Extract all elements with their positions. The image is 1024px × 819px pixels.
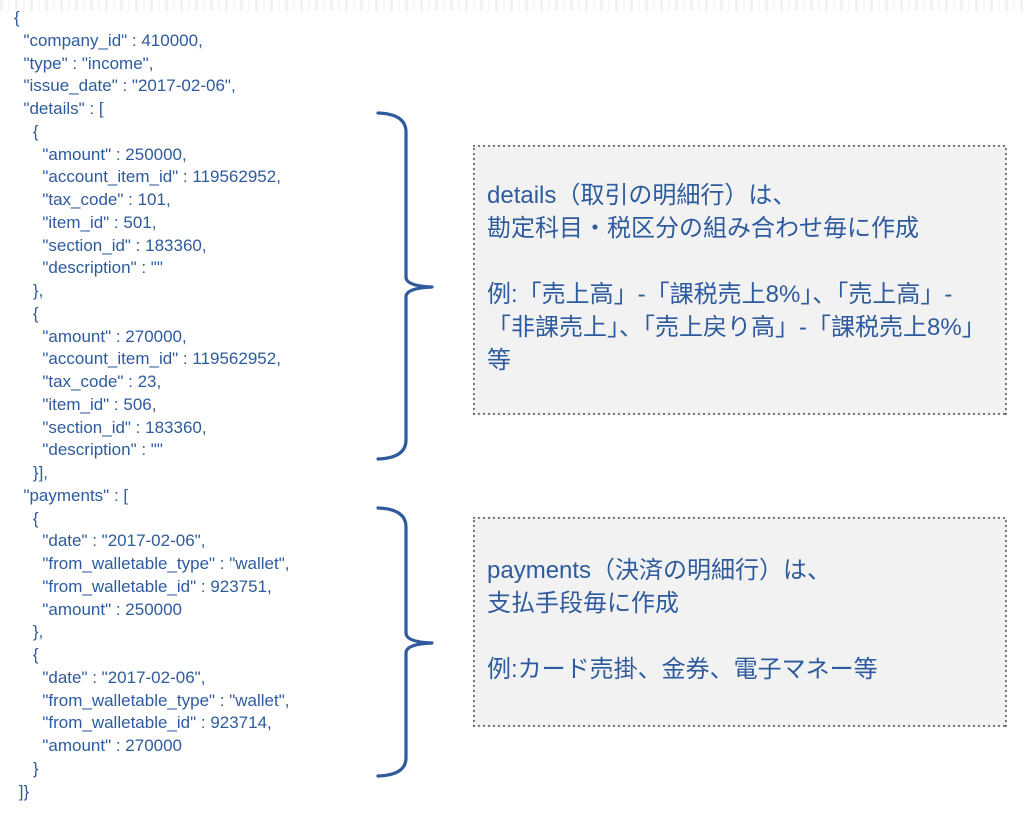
text-line: { <box>14 508 39 528</box>
text-line: "description" : "" <box>14 258 163 278</box>
text-line: "date" : "2017-02-06", <box>14 667 206 687</box>
text-line: "date" : "2017-02-06", <box>14 531 206 551</box>
text-line <box>487 620 993 653</box>
text-line: "tax_code" : 23, <box>14 372 162 391</box>
details-curly-brace <box>376 111 434 461</box>
text-line: }, <box>14 281 44 300</box>
text-line: } <box>14 758 39 778</box>
text-line: payments（決済の明細行）は、 <box>487 557 832 584</box>
text-line: ]} <box>14 781 30 801</box>
text-line: }, <box>14 622 44 642</box>
text-line: "from_walletable_type" : "wallet", <box>14 690 290 710</box>
text-line: "item_id" : 501, <box>14 212 157 232</box>
text-line: 「非課売上」、「売上戻り高」-「課税売上8%」 <box>487 314 986 341</box>
text-line: "section_id" : 183360, <box>14 235 207 255</box>
text-line: { <box>14 121 39 141</box>
text-line: "amount" : 250000, <box>14 144 187 164</box>
text-line: 例:カード売掛、金券、電子マネー等 <box>487 656 878 683</box>
text-line: details（取引の明細行）は、 <box>487 182 797 209</box>
top-edge-artifact <box>0 0 1024 11</box>
text-line: "description" : "" <box>14 440 163 460</box>
text-line: "tax_code" : 101, <box>14 190 171 209</box>
text-line: "from_walletable_type" : "wallet", <box>14 554 290 573</box>
text-line: 勘定科目・税区分の組み合わせ毎に作成 <box>487 215 919 242</box>
text-line: "details" : [ <box>14 99 104 118</box>
text-line: { <box>14 645 39 664</box>
text-line: "account_item_id" : 119562952, <box>14 167 281 187</box>
payments-annotation-box: payments（決済の明細行）は、支払手段毎に作成例:カード売掛、金券、電子マ… <box>473 517 1007 727</box>
text-line: 例:「売上高」-「課税売上8%」、「売上高」- <box>487 281 953 308</box>
text-line: "company_id" : 410000, <box>14 30 203 50</box>
text-line: "amount" : 270000 <box>14 736 183 755</box>
text-line: "amount" : 250000 <box>14 599 183 619</box>
text-line: { <box>14 303 39 323</box>
text-line: "type" : "income", <box>14 53 154 73</box>
text-line: "from_walletable_id" : 923714, <box>14 713 272 733</box>
text-line: 支払手段毎に作成 <box>487 590 679 617</box>
text-line: "account_item_id" : 119562952, <box>14 349 281 369</box>
text-line: }], <box>14 463 49 482</box>
payments-curly-brace <box>376 506 434 778</box>
text-line: "from_walletable_id" : 923751, <box>14 576 272 596</box>
text-line <box>487 245 993 278</box>
text-line: "issue_date" : "2017-02-06", <box>14 76 236 96</box>
text-line: "payments" : [ <box>14 485 129 505</box>
text-line: 等 <box>487 347 511 374</box>
json-code-block: { "company_id" : 410000, "type" : "incom… <box>14 7 289 803</box>
text-line: { <box>14 8 20 27</box>
text-line: "item_id" : 506, <box>14 394 157 414</box>
text-line: "amount" : 270000, <box>14 326 187 346</box>
text-line: "section_id" : 183360, <box>14 417 207 437</box>
details-annotation-box: details（取引の明細行）は、勘定科目・税区分の組み合わせ毎に作成例:「売上… <box>473 145 1007 415</box>
